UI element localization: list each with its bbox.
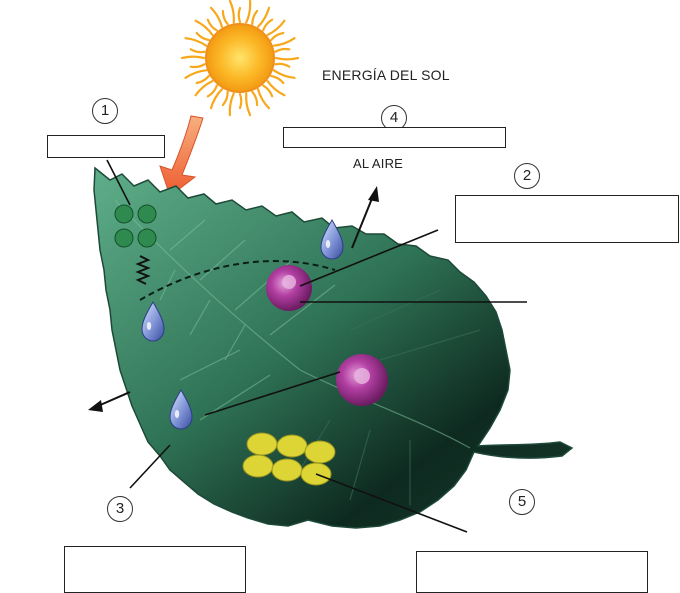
sun-ray: [230, 93, 234, 115]
sun-ray: [191, 64, 205, 67]
sun-ray: [185, 70, 206, 78]
sun-ray: [223, 11, 228, 24]
marker-2: 2: [514, 163, 540, 189]
sun-ray: [240, 94, 241, 108]
sun-ray: [182, 57, 204, 58]
sun-ray: [275, 49, 289, 52]
answer-box-2[interactable]: [455, 195, 679, 243]
sun-ray: [258, 89, 269, 108]
stoma-top: [266, 265, 312, 311]
stoma-center: [336, 354, 388, 406]
sun-ray: [197, 76, 209, 83]
sun-ray: [191, 49, 205, 52]
sun-ray: [197, 33, 209, 40]
sun-ray: [271, 33, 283, 40]
to-air-label: AL AIRE: [353, 156, 403, 171]
sun-energy-label: ENERGÍA DEL SOL: [322, 67, 450, 83]
sun-ray: [208, 86, 217, 97]
answer-box-3[interactable]: [64, 546, 246, 593]
sun-icon: [182, 1, 298, 115]
left-arrow-icon: [88, 392, 130, 412]
sun-ray: [223, 92, 228, 105]
sun-ray: [211, 8, 222, 27]
sun-ray: [275, 64, 289, 67]
marker-3: 3: [107, 496, 133, 522]
sun-ray: [263, 86, 272, 97]
answer-box-5[interactable]: [416, 551, 648, 593]
energy-arrow-icon: [160, 116, 203, 196]
sun-ray: [252, 92, 257, 105]
marker-5: 5: [509, 489, 535, 515]
sun-ray: [239, 8, 240, 22]
sun-ray: [276, 58, 298, 59]
sun-ray: [274, 38, 295, 46]
sun-ray: [271, 76, 283, 83]
answer-box-1[interactable]: [47, 135, 165, 158]
sun-ray: [246, 93, 250, 115]
glucose-cluster: [243, 433, 335, 485]
sun-ray: [246, 1, 250, 23]
answer-box-4[interactable]: [283, 127, 506, 148]
sun-ray: [263, 20, 272, 31]
sun-ray: [252, 11, 257, 24]
sun-ray: [230, 1, 234, 23]
sun-ray: [208, 20, 217, 31]
marker-1: 1: [92, 98, 118, 124]
